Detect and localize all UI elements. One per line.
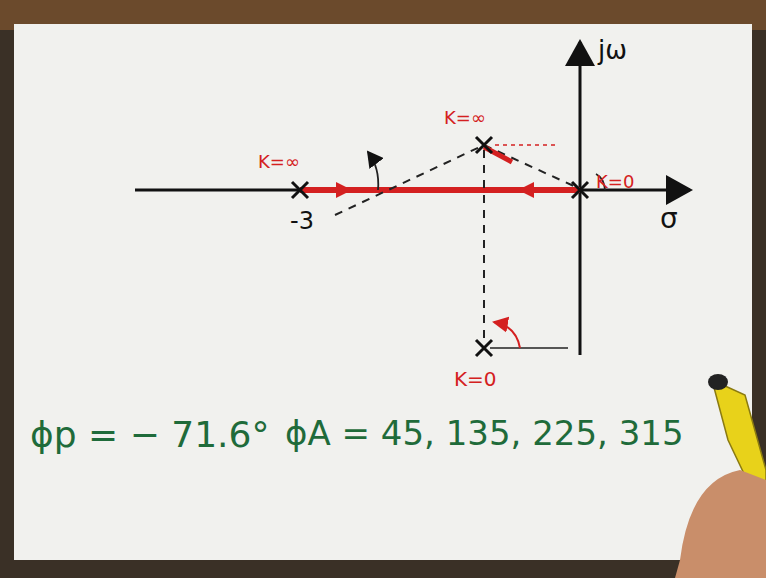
imaginary-axis xyxy=(579,42,582,355)
dashed-line xyxy=(335,145,484,215)
asymptote-angle-note: ϕA = 45, 135, 225, 315 xyxy=(285,415,684,452)
dashed-line xyxy=(483,150,485,340)
reference-line xyxy=(495,144,555,146)
gain-label: K=∞ xyxy=(444,108,486,128)
gain-label: K=∞ xyxy=(258,152,300,172)
pole-cross xyxy=(476,340,492,356)
reference-line xyxy=(490,347,568,349)
pole-value: -3 xyxy=(290,208,314,234)
pole-cross xyxy=(476,137,492,153)
pole-cross xyxy=(572,182,588,198)
departure-angle-note: ϕp = − 71.6° xyxy=(30,415,269,455)
marker-pen xyxy=(675,374,766,578)
gain-label: K=0 xyxy=(596,172,634,192)
angle-arc xyxy=(368,152,378,190)
angle-arc xyxy=(494,322,520,348)
paper xyxy=(14,24,752,560)
locus-branch xyxy=(300,187,580,193)
gain-label: K=0 xyxy=(454,368,497,390)
axis-label: jω xyxy=(598,36,627,65)
locus-arrow xyxy=(310,189,350,191)
pole-cross xyxy=(292,182,308,198)
axis-label: σ xyxy=(660,204,678,235)
dashed-line xyxy=(484,145,578,188)
locus-arrow xyxy=(520,189,570,191)
